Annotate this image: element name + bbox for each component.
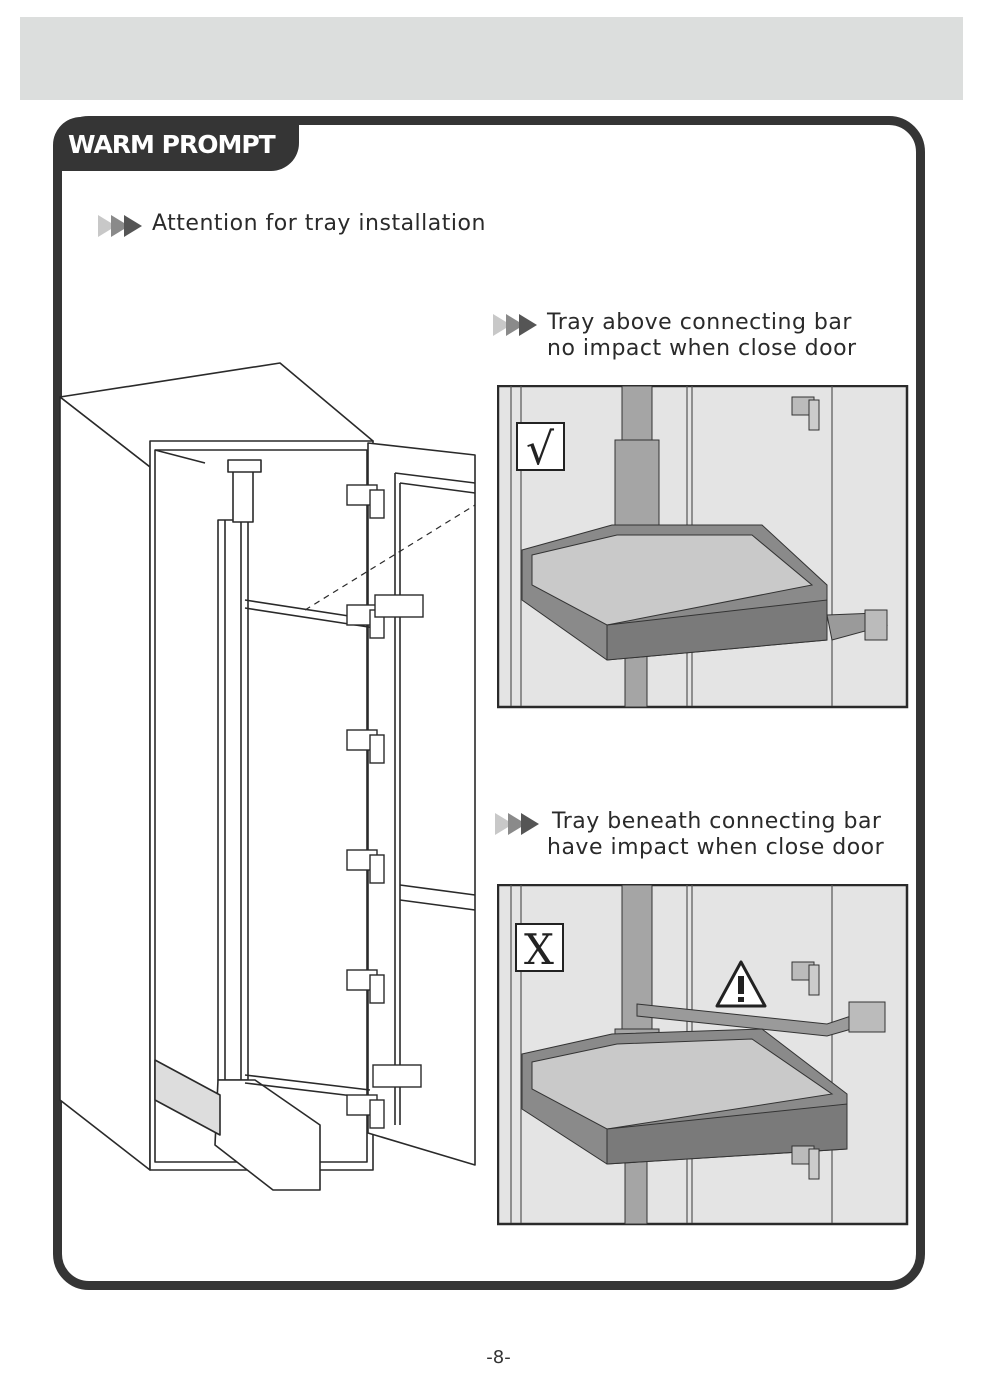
warm-prompt-badge: WARM PROMPT bbox=[53, 117, 299, 171]
check-mark: √ bbox=[526, 424, 555, 475]
triple-arrow-icon bbox=[495, 813, 539, 835]
triple-arrow-icon bbox=[98, 215, 142, 237]
header-band bbox=[20, 17, 963, 100]
cross-mark: X bbox=[524, 925, 554, 974]
incorrect-caption-line1: Tray beneath connecting bar bbox=[552, 809, 882, 834]
correct-caption-line1: Tray above connecting bar bbox=[547, 310, 852, 335]
page-number: -8- bbox=[486, 1347, 511, 1368]
correct-installation-panel: √ bbox=[497, 385, 909, 709]
section-title: Attention for tray installation bbox=[152, 211, 486, 236]
warning-icon bbox=[715, 960, 767, 1008]
badge-label: WARM PROMPT bbox=[68, 129, 276, 159]
incorrect-installation-panel: X bbox=[497, 884, 909, 1226]
correct-caption-line2: no impact when close door bbox=[547, 336, 857, 361]
incorrect-caption-line2: have impact when close door bbox=[547, 835, 885, 860]
cross-icon: X bbox=[515, 923, 564, 974]
check-icon: √ bbox=[516, 422, 565, 475]
triple-arrow-icon bbox=[493, 314, 537, 336]
cabinet-illustration bbox=[59, 362, 476, 1191]
